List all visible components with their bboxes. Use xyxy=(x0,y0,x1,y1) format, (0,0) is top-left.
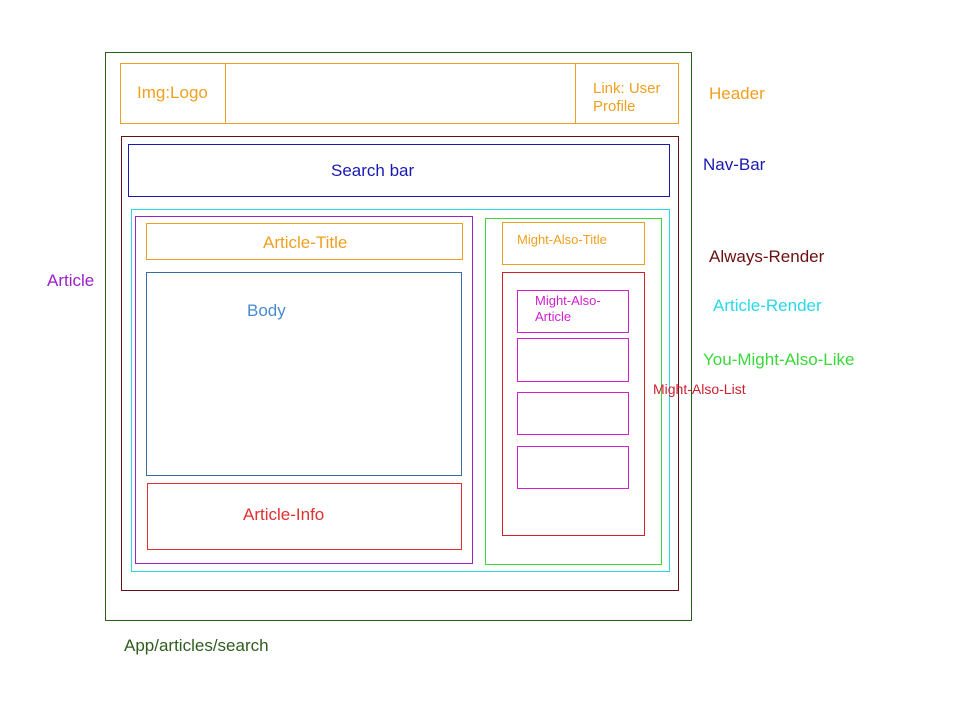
might-also-title-box: Might-Also-Title xyxy=(502,222,645,265)
search-bar[interactable]: Search bar xyxy=(128,144,670,197)
might-also-title-label: Might-Also-Title xyxy=(517,232,607,247)
always-render-label: Always-Render xyxy=(709,247,825,266)
might-also-article-item[interactable]: Might-Also-Article xyxy=(517,290,629,333)
article-render-box xyxy=(131,209,670,572)
article-body-label: Body xyxy=(247,301,286,320)
article-info-box: Article-Info xyxy=(147,483,462,550)
article-info-label: Article-Info xyxy=(243,505,325,524)
article-title-label: Article-Title xyxy=(263,233,348,252)
might-also-article-label: Might-Also-Article xyxy=(535,293,601,325)
logo-box[interactable]: Img:Logo xyxy=(120,63,226,124)
logo-label: Img:Logo xyxy=(137,83,208,102)
you-might-also-like-label: You-Might-Also-Like xyxy=(703,350,855,369)
article-body-box: Body xyxy=(146,272,462,476)
user-profile-label: Link: User Profile xyxy=(593,80,661,115)
app-container xyxy=(105,52,692,621)
header-label: Header xyxy=(709,84,765,103)
user-profile-link[interactable]: Link: User Profile xyxy=(575,63,679,124)
nav-bar-label: Nav-Bar xyxy=(703,155,766,174)
article-box xyxy=(135,216,473,564)
might-also-list-label: Might-Also-List xyxy=(653,381,746,397)
route-label: App/articles/search xyxy=(124,636,269,655)
article-title-box: Article-Title xyxy=(146,223,463,260)
might-also-list-box xyxy=(502,272,645,536)
might-also-article-item[interactable] xyxy=(517,338,629,382)
might-also-article-item[interactable] xyxy=(517,446,629,489)
might-also-article-item[interactable] xyxy=(517,392,629,435)
always-render-box xyxy=(121,136,679,591)
article-render-label: Article-Render xyxy=(713,296,822,315)
search-bar-label: Search bar xyxy=(331,161,415,180)
article-label: Article xyxy=(47,271,95,290)
you-might-also-like-box xyxy=(485,218,662,565)
